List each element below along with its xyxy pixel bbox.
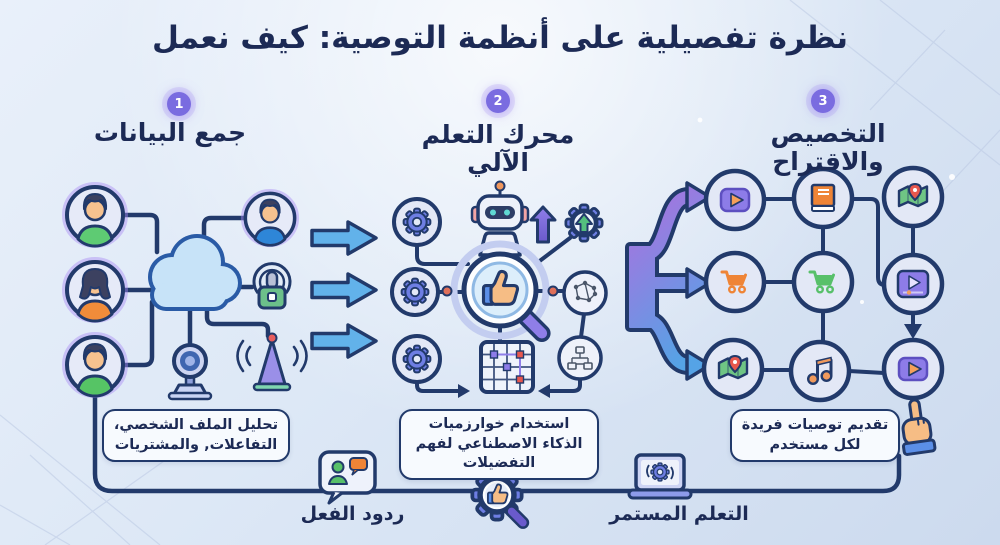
gear-icon [392,334,442,384]
connector-lines [120,212,271,368]
up-arrow-icon [529,205,557,244]
user-avatar-icon [62,257,128,323]
gear-upgrade-icon [564,203,604,243]
step-3-badge: 3 [811,89,835,113]
step-2-badge: 2 [486,89,510,113]
flow-arrow [310,272,378,308]
page-title: نظرة تفصيلية على أنظمة التوصية: كيف نعمل [151,20,849,56]
video-player-icon [884,255,942,313]
step-2-caption: استخدام خوارزميات الذكاء الاصطناعي لفهم … [399,409,599,480]
flowchart-icon [557,335,603,381]
webcam-icon [167,343,213,401]
shopping-cart-icon [706,253,764,311]
user-avatar-icon [240,188,300,248]
user-avatar-icon [62,182,128,248]
feedback-label: ردود الفعل [300,503,405,525]
step-1-badge: 1 [167,92,191,116]
book-icon [794,169,852,227]
step-1-label: جمع البيانات [93,118,247,147]
step-3-caption: تقديم توصيات فريدة لكل مستخدم [730,409,900,462]
continuous-learning-label: التعلم المستمر [609,503,749,525]
antenna-icon [236,332,308,392]
step-1-caption: تحليل الملف الشخصي، التفاعلات, والمشتريا… [102,409,290,462]
shopping-cart-icon [794,253,852,311]
play-video-icon [706,171,764,229]
user-avatar-icon [62,332,128,398]
neural-network-icon [562,270,608,316]
step-2-label: محرك التعلم الآلي [421,120,575,177]
play-video-icon [884,340,942,398]
map-pin-icon [704,340,762,398]
chat-feedback-icon [318,450,377,505]
flow-arrows [310,220,378,359]
smart-lock-icon [252,262,292,310]
flow-arrow [310,323,378,359]
step-3-label: التخصيص والاقتراح [770,119,886,176]
gear-icon [392,197,442,247]
matrix-grid-icon [479,340,535,394]
music-note-icon [791,342,849,400]
laptop-learning-icon [627,453,693,500]
ml-engine-cluster [390,180,608,398]
hand-cursor-icon [901,398,937,456]
data-collection-cluster [62,182,902,494]
thumbs-up-magnifier-icon [441,240,559,343]
personalization-cluster [704,168,942,456]
cloud-icon [148,234,242,311]
gear-icon [390,267,440,317]
down-arrow-icon [904,324,922,339]
map-pin-icon [884,168,942,226]
flow-arrow [310,220,378,256]
branch-arrow [625,181,712,381]
